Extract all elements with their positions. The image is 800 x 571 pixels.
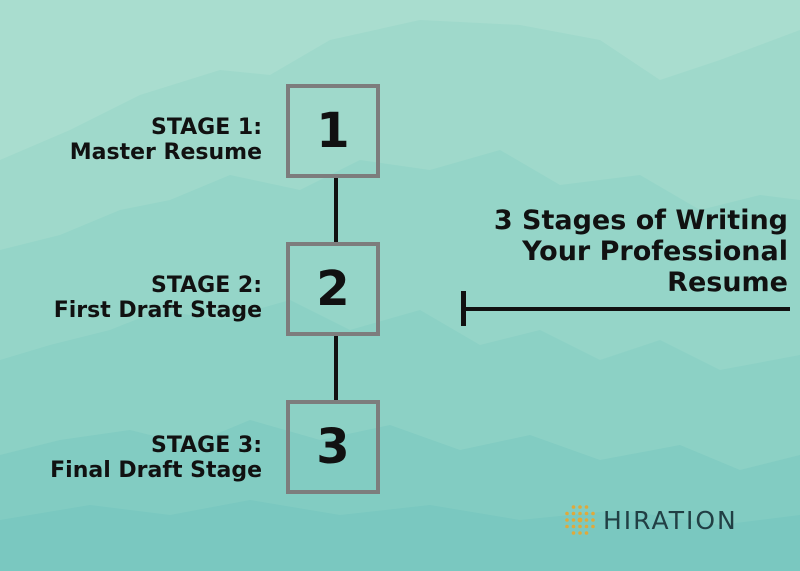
hiration-logo: HIRATION xyxy=(563,503,738,537)
stage-2-heading: STAGE 2: xyxy=(150,273,262,298)
logo-dot xyxy=(584,531,589,535)
stage-2-title: First Draft Stage xyxy=(53,298,262,323)
logo-dot xyxy=(591,518,595,522)
title-bracket-tick xyxy=(461,291,466,326)
logo-dot xyxy=(577,517,583,523)
logo-dot xyxy=(565,518,569,522)
stage-2-box: 2 xyxy=(286,242,380,336)
connector-2-3 xyxy=(334,336,338,402)
logo-dot xyxy=(591,524,595,529)
stage-1-heading: STAGE 1: xyxy=(150,115,262,140)
logo-dot xyxy=(578,511,582,516)
logo-dot xyxy=(571,518,576,522)
logo-dot xyxy=(591,511,595,516)
logo-dot xyxy=(578,524,582,529)
title-line-1: 3 Stages of Writing xyxy=(493,205,788,236)
logo-dot xyxy=(584,524,589,529)
connector-1-2 xyxy=(334,178,338,244)
title-bracket-line xyxy=(463,307,790,311)
logo-dot xyxy=(584,511,589,516)
hiration-dots-icon xyxy=(565,505,595,535)
stage-1-number: 1 xyxy=(316,103,350,159)
title-line-2: Your Professional xyxy=(522,236,788,267)
logo-text: HIRATION xyxy=(603,505,738,535)
logo-dot xyxy=(571,524,576,529)
stage-3-heading: STAGE 3: xyxy=(150,433,262,458)
stage-2-number: 2 xyxy=(316,261,350,317)
logo-dot xyxy=(584,518,589,522)
logo-dot xyxy=(565,524,569,529)
logo-dot xyxy=(571,531,576,535)
stage-3-number: 3 xyxy=(316,419,350,475)
logo-dot xyxy=(571,505,576,509)
stage-2-label: STAGE 2: First Draft Stage xyxy=(2,273,262,323)
logo-dot xyxy=(584,505,589,509)
stage-1-box: 1 xyxy=(286,84,380,178)
logo-dot xyxy=(578,505,582,509)
stage-1-title: Master Resume xyxy=(69,140,262,165)
logo-dot xyxy=(571,511,576,516)
diagram-title: 3 Stages of Writing Your Professional Re… xyxy=(448,205,788,298)
stage-3-label: STAGE 3: Final Draft Stage xyxy=(2,433,262,483)
logo-dot xyxy=(578,531,582,535)
stage-1-label: STAGE 1: Master Resume xyxy=(2,115,262,165)
stage-3-title: Final Draft Stage xyxy=(50,458,262,483)
title-line-3: Resume xyxy=(667,267,788,298)
logo-dot xyxy=(565,511,569,516)
stage-3-box: 3 xyxy=(286,400,380,494)
